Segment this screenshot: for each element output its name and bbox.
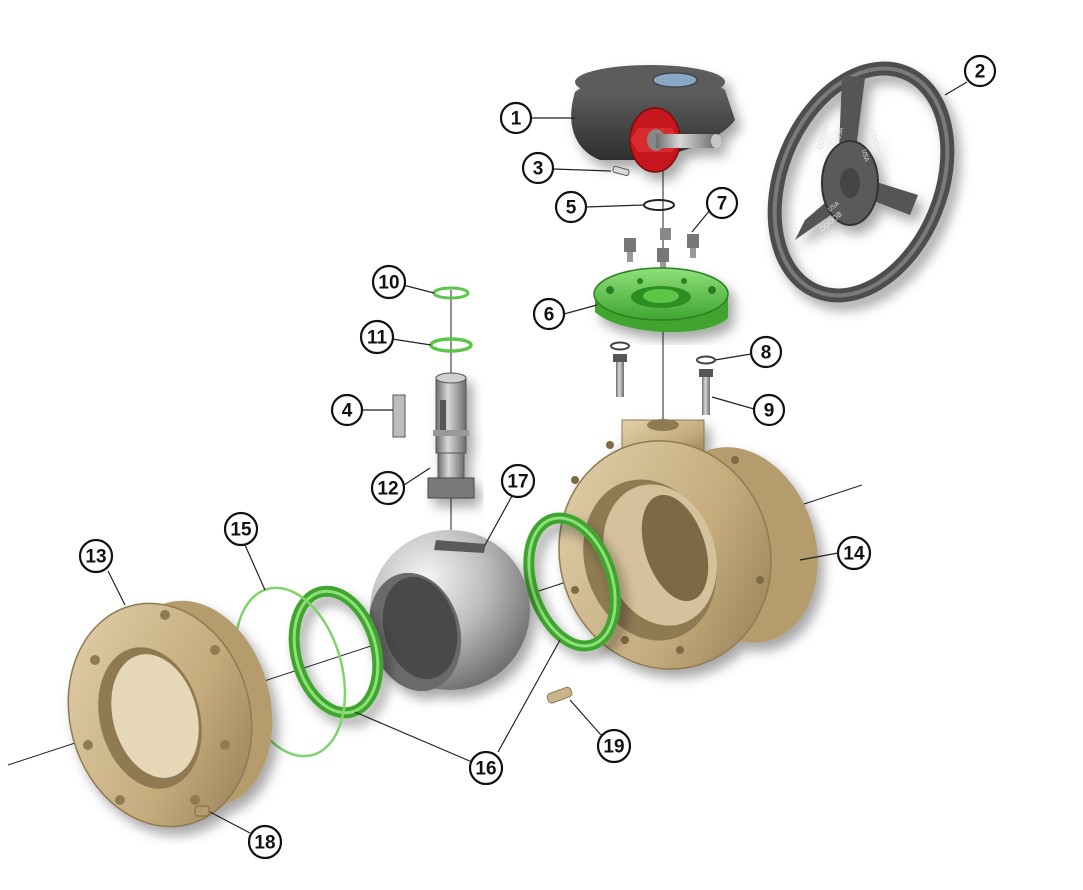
socket-cap-screws <box>624 228 699 274</box>
callout-2: 2 <box>963 54 997 88</box>
callout-11: 11 <box>359 319 395 355</box>
callout-13: 13 <box>78 538 114 574</box>
callout-label: 10 <box>378 273 399 294</box>
callout-label: 12 <box>377 479 398 500</box>
callout-label: 9 <box>764 401 775 422</box>
callout-9: 9 <box>752 393 786 427</box>
callout-10: 10 <box>371 264 407 300</box>
callout-label: 3 <box>533 159 544 180</box>
end-cap-flange <box>67 600 273 828</box>
lock-washer <box>610 341 630 351</box>
callout-label: 6 <box>544 305 555 326</box>
callout-17: 17 <box>500 463 536 499</box>
callout-15: 15 <box>223 511 259 547</box>
callout-label: 17 <box>507 472 528 493</box>
callout-label: 1 <box>511 109 522 130</box>
hex-bolts <box>613 354 713 415</box>
gear-operator <box>571 65 735 173</box>
callout-label: 14 <box>843 544 865 565</box>
callout-4: 4 <box>330 393 364 427</box>
seat-ring-right <box>523 512 621 652</box>
callout-label: 19 <box>603 737 624 758</box>
callout-12: 12 <box>370 470 406 506</box>
handwheel-marking: ODOOB <box>816 122 831 150</box>
callout-label: 8 <box>761 343 772 364</box>
key-pin <box>612 165 630 177</box>
stem <box>427 372 475 499</box>
handwheel: ODOOB USA ODOOB USA ODOOB USA <box>767 61 955 303</box>
callout-label: 11 <box>367 328 388 349</box>
callout-5: 5 <box>554 190 588 224</box>
callout-label: 16 <box>475 759 496 780</box>
lock-washer <box>696 355 716 365</box>
callout-label: 18 <box>254 833 275 854</box>
callout-label: 7 <box>717 194 728 215</box>
ball <box>368 530 530 692</box>
callout-18: 18 <box>247 824 283 860</box>
dowel-pin <box>546 686 573 704</box>
callout-1: 1 <box>499 101 533 135</box>
callout-14: 14 <box>836 535 872 571</box>
stem-key <box>392 394 406 438</box>
leader-lines <box>107 81 968 834</box>
flange-pin <box>194 805 210 817</box>
handwheel-marking: USA <box>835 126 845 141</box>
seat-ring-left <box>288 585 384 719</box>
callout-3: 3 <box>521 151 555 185</box>
callout-label: 5 <box>566 198 577 219</box>
callout-19: 19 <box>596 728 632 764</box>
callout-16: 16 <box>468 750 504 786</box>
callout-7: 7 <box>705 186 739 220</box>
callout-label: 4 <box>342 401 353 422</box>
mounting-bracket <box>593 267 729 333</box>
callout-8: 8 <box>749 335 783 369</box>
callout-label: 15 <box>230 520 252 541</box>
callout-6: 6 <box>532 297 566 331</box>
handwheel-marking: USA <box>860 149 870 164</box>
callout-label: 2 <box>975 62 986 83</box>
o-ring <box>643 199 675 211</box>
callout-label: 13 <box>85 547 106 568</box>
valve-body <box>558 419 818 670</box>
